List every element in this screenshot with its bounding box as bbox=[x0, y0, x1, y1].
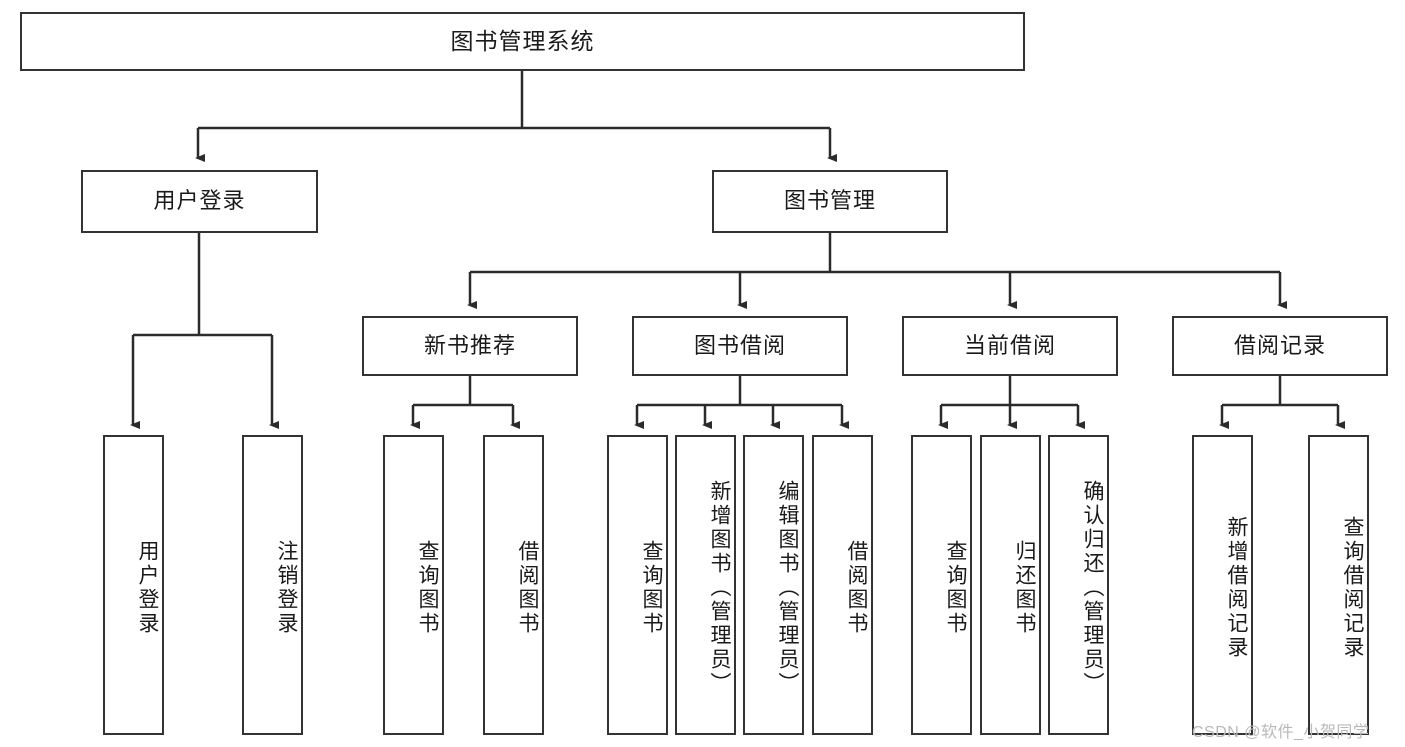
node-label: 借阅记录 bbox=[1233, 332, 1326, 358]
node-new-book-recommend[interactable]: 新书推荐 bbox=[362, 316, 578, 376]
leaf-current-borrow-query-book[interactable]: 查询图书 bbox=[911, 435, 972, 735]
csdn-watermark: CSDN @软件_小贺同学 bbox=[1192, 724, 1370, 741]
node-book-borrow[interactable]: 图书借阅 bbox=[632, 316, 848, 376]
leaf-new-book-borrow-book[interactable]: 借阅图书 bbox=[483, 435, 544, 735]
node-book-management[interactable]: 图书管理 bbox=[712, 170, 948, 233]
node-label: 图书借阅 bbox=[693, 332, 786, 358]
node-label: 借阅图书 bbox=[516, 540, 539, 636]
node-label: 借阅图书 bbox=[845, 540, 868, 636]
node-label: 查询借阅记录 bbox=[1341, 516, 1364, 660]
node-label: 查询图书 bbox=[944, 540, 967, 636]
leaf-user-login-logout[interactable]: 注销登录 bbox=[242, 435, 303, 735]
node-label: 用户登录 bbox=[153, 188, 246, 214]
leaf-book-borrow-borrow-book[interactable]: 借阅图书 bbox=[812, 435, 873, 735]
node-label: 新书推荐 bbox=[423, 332, 516, 358]
node-label: 新增借阅记录 bbox=[1225, 516, 1248, 660]
leaf-borrow-record-add-record[interactable]: 新增借阅记录 bbox=[1192, 435, 1253, 735]
node-current-borrow[interactable]: 当前借阅 bbox=[902, 316, 1118, 376]
node-user-login[interactable]: 用户登录 bbox=[81, 170, 318, 233]
leaf-book-borrow-query-book[interactable]: 查询图书 bbox=[607, 435, 668, 735]
node-label: 编辑图书（管理员） bbox=[776, 480, 799, 696]
node-borrow-record[interactable]: 借阅记录 bbox=[1172, 316, 1388, 376]
node-label: 查询图书 bbox=[640, 540, 663, 636]
node-label: 图书管理系统 bbox=[450, 27, 595, 54]
node-label: 注销登录 bbox=[275, 540, 298, 636]
node-label: 新增图书（管理员） bbox=[708, 480, 731, 696]
node-label: 用户登录 bbox=[136, 540, 159, 636]
node-label: 归还图书 bbox=[1013, 540, 1036, 636]
leaf-book-borrow-add-book[interactable]: 新增图书（管理员） bbox=[675, 435, 736, 735]
node-label: 确认归还（管理员） bbox=[1081, 480, 1104, 696]
node-label: 当前借阅 bbox=[963, 332, 1056, 358]
leaf-book-borrow-edit-book[interactable]: 编辑图书（管理员） bbox=[743, 435, 804, 735]
leaf-user-login-login[interactable]: 用户登录 bbox=[103, 435, 164, 735]
node-root-book-management-system[interactable]: 图书管理系统 bbox=[20, 12, 1025, 71]
node-label: 图书管理 bbox=[783, 188, 876, 214]
leaf-current-borrow-confirm-return[interactable]: 确认归还（管理员） bbox=[1048, 435, 1109, 735]
leaf-current-borrow-return-book[interactable]: 归还图书 bbox=[980, 435, 1041, 735]
node-label: 查询图书 bbox=[416, 540, 439, 636]
leaf-new-book-query-book[interactable]: 查询图书 bbox=[383, 435, 444, 735]
leaf-borrow-record-query-record[interactable]: 查询借阅记录 bbox=[1308, 435, 1369, 735]
